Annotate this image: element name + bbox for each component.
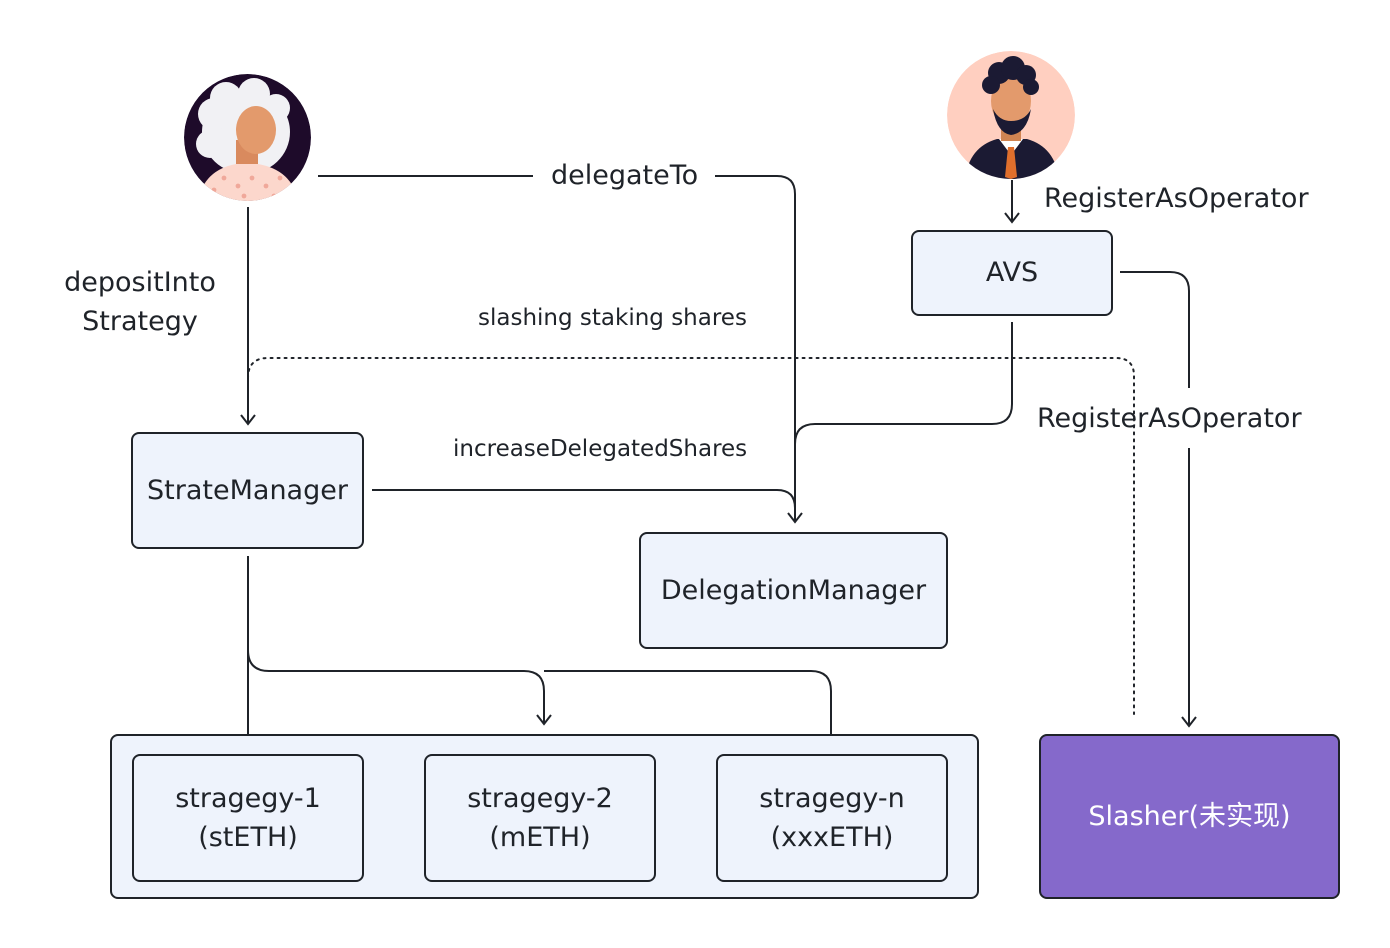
strategy-2-node: stragegy-2 (mETH) [424,754,656,882]
strategy-2-token: (mETH) [489,822,591,853]
slasher-node: Slasher(未实现) [1039,734,1340,899]
strategy-1-node: stragegy-1 (stETH) [132,754,364,882]
strategy-n-name: stragegy-n [759,782,905,814]
edge-increase-delegated-shares [372,489,796,509]
strategy-n-node: stragegy-n (xxxETH) [716,754,948,882]
strategy-1-name: stragegy-1 [175,782,321,814]
edge-to-strategy-2 [247,649,552,726]
label-increase-delegated-shares: increaseDelegatedShares [453,436,748,462]
edge-avs-to-slasher [1120,271,1189,726]
delegation-manager-label: DelegationManager [660,574,927,606]
edge-avs-to-delegation [794,322,1013,445]
label-delegate-to: delegateTo [551,160,699,191]
edge-delegate-to [318,175,795,522]
operator-avatar-icon [947,51,1075,179]
strate-manager-node: StrateManager [131,432,364,549]
delegation-manager-node: DelegationManager [639,532,948,649]
label-deposit-into-line1: depositInto [64,267,216,298]
strategy-2-name: stragegy-2 [467,782,613,814]
label-deposit-into-strategy: depositInto Strategy [50,263,230,341]
edge-slashing-staking-shares [247,357,1135,715]
strate-manager-label: StrateManager [147,474,348,506]
strategy-n-token: (xxxETH) [770,822,894,853]
label-slashing-staking-shares: slashing staking shares [478,305,747,331]
label-deposit-into-line2: Strategy [82,306,198,338]
staker-avatar-icon [184,74,311,201]
label-register-as-operator-top: RegisterAsOperator [1044,183,1309,214]
strategy-1-token: (stETH) [198,822,298,853]
edge-to-strategy-n [544,670,839,748]
slasher-label: Slasher(未实现) [1088,800,1291,832]
label-register-as-operator-side: RegisterAsOperator [1037,403,1302,434]
avs-label: AVS [985,257,1039,289]
avs-node: AVS [911,230,1113,316]
